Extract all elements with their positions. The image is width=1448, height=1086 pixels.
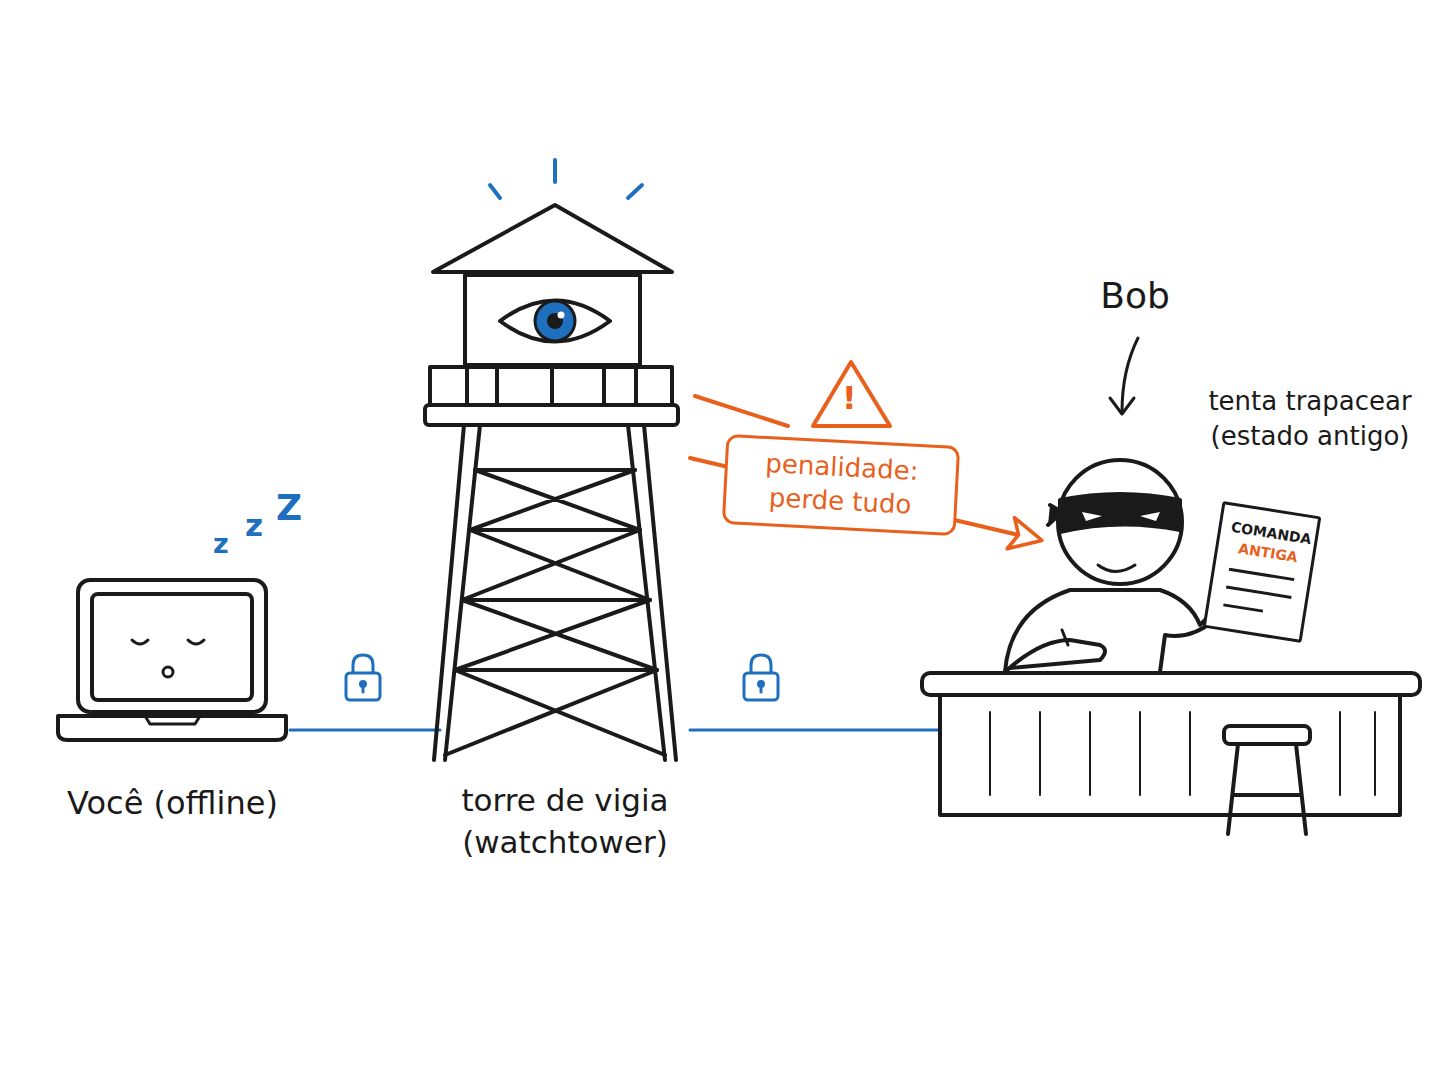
node-label: torre de vigia (watchtower) <box>410 780 720 864</box>
text-line-mark <box>1226 586 1292 599</box>
watchtower-node: torre de vigia (watchtower) <box>440 150 690 890</box>
note-label: tenta trapacear (estado antigo) <box>1190 384 1430 454</box>
warning-triangle <box>813 362 890 426</box>
receipt-paper: COMANDAANTIGA <box>1203 501 1322 643</box>
laptop <box>58 580 286 740</box>
lock-icon <box>346 655 380 700</box>
text-line-mark <box>1229 568 1295 581</box>
laptop-node: Você (offline) <box>55 490 290 880</box>
bob-figure <box>1005 460 1225 672</box>
sleep-z: Z <box>276 490 302 526</box>
text-line-mark <box>1223 603 1263 612</box>
bob-node: Bob tenta trapacear (estado antigo) COMAND… <box>1040 272 1430 832</box>
lock-icon <box>744 655 778 700</box>
bar-counter <box>922 673 1420 834</box>
secure-channel <box>290 729 440 732</box>
sleep-z: z <box>213 530 229 557</box>
penalty-callout: penalidade: perde tudo <box>722 434 960 536</box>
watchtower <box>425 160 678 760</box>
node-label: Bob <box>1080 272 1190 321</box>
sleep-z: z <box>245 510 263 541</box>
warning-mark: ! <box>842 382 857 414</box>
node-label: Você (offline) <box>55 782 290 825</box>
